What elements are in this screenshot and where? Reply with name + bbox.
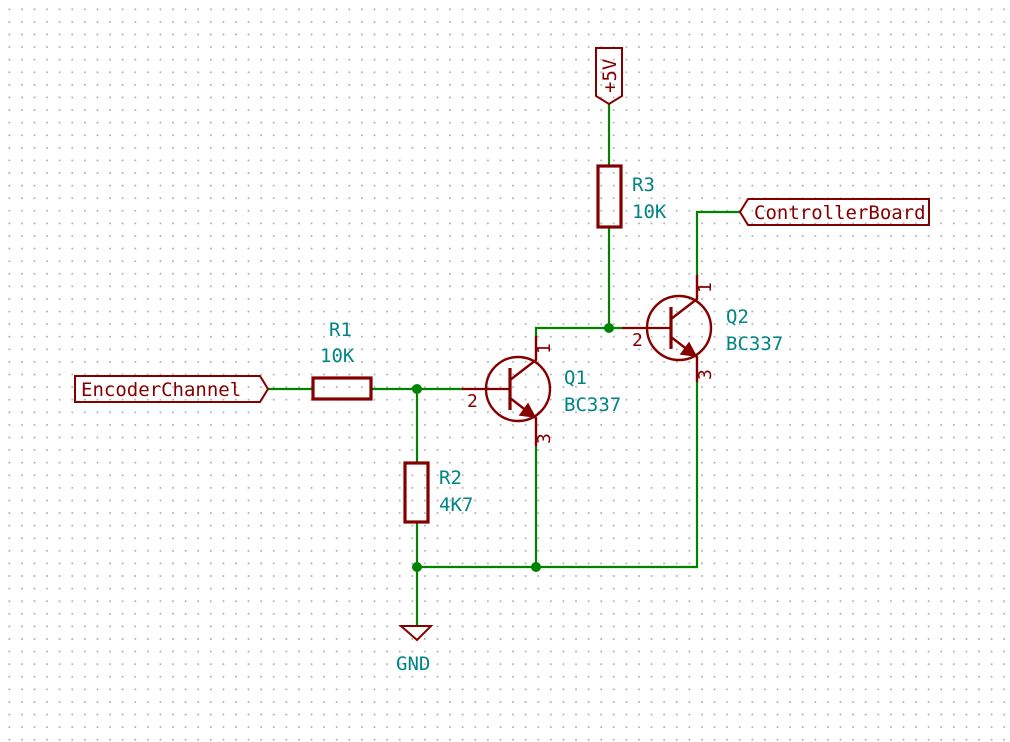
junction-gnd-left <box>412 562 422 572</box>
junction-gnd-q1 <box>531 562 541 572</box>
transistor-q2[interactable]: 2 1 3 Q2 BC337 <box>622 275 783 382</box>
ground-text: GND <box>396 653 430 675</box>
r2-ref: R2 <box>439 467 462 489</box>
q2-ref: Q2 <box>726 306 749 328</box>
q1-ref: Q1 <box>564 367 587 389</box>
wires <box>266 102 742 628</box>
q2-pin-collector: 1 <box>695 282 716 293</box>
label-controller-board[interactable]: ControllerBoard <box>738 198 930 226</box>
q1-emitter-arrow-icon <box>518 402 537 418</box>
r3-value: 10K <box>632 201 667 223</box>
r1-ref: R1 <box>329 319 352 341</box>
junction-r1-r2 <box>412 384 422 394</box>
junctions <box>412 323 614 572</box>
power-5v-symbol[interactable]: +5V <box>595 47 623 106</box>
ground-symbol[interactable]: GND <box>396 625 434 675</box>
q1-pin-collector: 1 <box>534 343 555 354</box>
resistor-r1[interactable]: R1 10K <box>311 319 373 401</box>
q2-value: BC337 <box>726 333 783 355</box>
q1-pin-emitter: 3 <box>534 433 555 444</box>
junction-r3-q2 <box>604 323 614 333</box>
r2-value: 4K7 <box>439 494 473 516</box>
label-controller-text: ControllerBoard <box>754 202 926 224</box>
resistor-r2[interactable]: R2 4K7 <box>403 461 473 524</box>
q2-pin-base: 2 <box>632 330 643 351</box>
resistor-r3[interactable]: R3 10K <box>596 164 667 229</box>
label-encoder-channel[interactable]: EncoderChannel <box>74 375 270 403</box>
transistor-q1[interactable]: 2 1 3 Q1 BC337 <box>462 336 621 446</box>
wire-q1-collector-node <box>534 326 624 338</box>
r3-ref: R3 <box>632 174 655 196</box>
power-5v-text: +5V <box>599 59 621 93</box>
r1-value: 10K <box>320 345 355 367</box>
q2-pin-emitter: 3 <box>695 369 716 380</box>
wire-ground-bus <box>415 380 699 569</box>
wire-q2-collector-label <box>695 210 742 277</box>
label-encoder-text: EncoderChannel <box>81 379 241 401</box>
q1-value: BC337 <box>564 394 621 416</box>
q1-pin-base: 2 <box>467 391 478 412</box>
q2-emitter-arrow-icon <box>679 341 698 357</box>
